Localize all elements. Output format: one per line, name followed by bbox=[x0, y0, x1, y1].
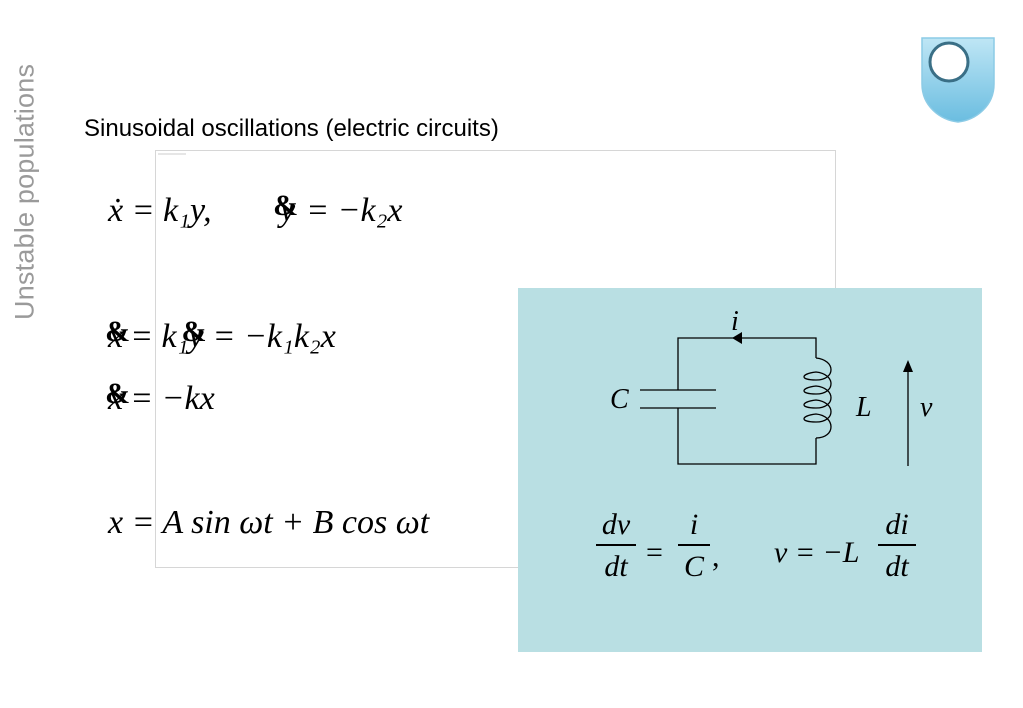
fraction-numerator: i bbox=[689, 508, 699, 541]
side-title: Unstable populations bbox=[9, 63, 40, 320]
equals-sign: = bbox=[646, 536, 663, 569]
fraction-numerator: dv bbox=[601, 508, 631, 541]
label-inductor-l: L bbox=[856, 392, 872, 423]
equation-2-rhs: = −k₁k₂x bbox=[212, 318, 336, 355]
current-arrow-icon bbox=[732, 332, 742, 344]
equation-1a: ẋ = k₁y, bbox=[108, 192, 212, 229]
fraction-denominator: C bbox=[683, 550, 704, 583]
fraction-i-c: i C bbox=[678, 510, 710, 582]
render-glyph: & bbox=[105, 377, 130, 410]
comma: , bbox=[712, 540, 720, 573]
open-university-logo-icon bbox=[921, 37, 995, 123]
equation-3-lhs: x bbox=[108, 380, 124, 417]
render-glyph: & bbox=[105, 315, 130, 348]
circuit-panel: i C L v dv dt = i C , v = −L di dt bbox=[518, 288, 982, 652]
inductor-coil bbox=[803, 357, 832, 439]
lc-circuit-diagram bbox=[640, 332, 913, 466]
fraction-denominator: dt bbox=[604, 550, 628, 583]
equation-1b: y&= −k₂x bbox=[273, 191, 403, 229]
label-capacitor-c: C bbox=[610, 384, 629, 415]
label-current-i: i bbox=[731, 306, 739, 337]
fraction-bar bbox=[878, 544, 916, 546]
voltage-arrow-head-icon bbox=[903, 360, 913, 372]
equation-2-mid: = k₁y bbox=[130, 318, 204, 355]
equation-v-lhs: v = −L bbox=[774, 536, 860, 569]
equation-2: x&= k₁y&= −k₁k₂x bbox=[105, 317, 336, 355]
fraction-denominator: dt bbox=[885, 550, 909, 583]
equation-2-lhs: x bbox=[108, 318, 124, 355]
fraction-bar bbox=[596, 544, 636, 546]
equation-1b-lhs: y bbox=[280, 192, 296, 229]
fraction-numerator: di bbox=[885, 508, 909, 541]
render-glyph: & bbox=[273, 189, 298, 222]
circuit-wire-top bbox=[677, 337, 817, 390]
equation-3: x&= −kx bbox=[105, 379, 215, 417]
page-title: Sinusoidal oscillations (electric circui… bbox=[84, 115, 499, 142]
fraction-bar bbox=[678, 544, 710, 546]
circuit-wire-bottom bbox=[677, 408, 817, 465]
render-glyph: & bbox=[181, 315, 207, 348]
equation-1b-rhs: = −k₂x bbox=[306, 192, 403, 229]
fraction-dv-dt: dv dt bbox=[596, 510, 636, 582]
label-voltage-v: v bbox=[920, 392, 933, 423]
frame-marker bbox=[158, 153, 186, 155]
equation-3-rhs: = −kx bbox=[130, 380, 215, 417]
equation-4: x = A sin ωt + B cos ωt bbox=[108, 504, 430, 541]
fraction-di-dt: di dt bbox=[878, 510, 916, 582]
